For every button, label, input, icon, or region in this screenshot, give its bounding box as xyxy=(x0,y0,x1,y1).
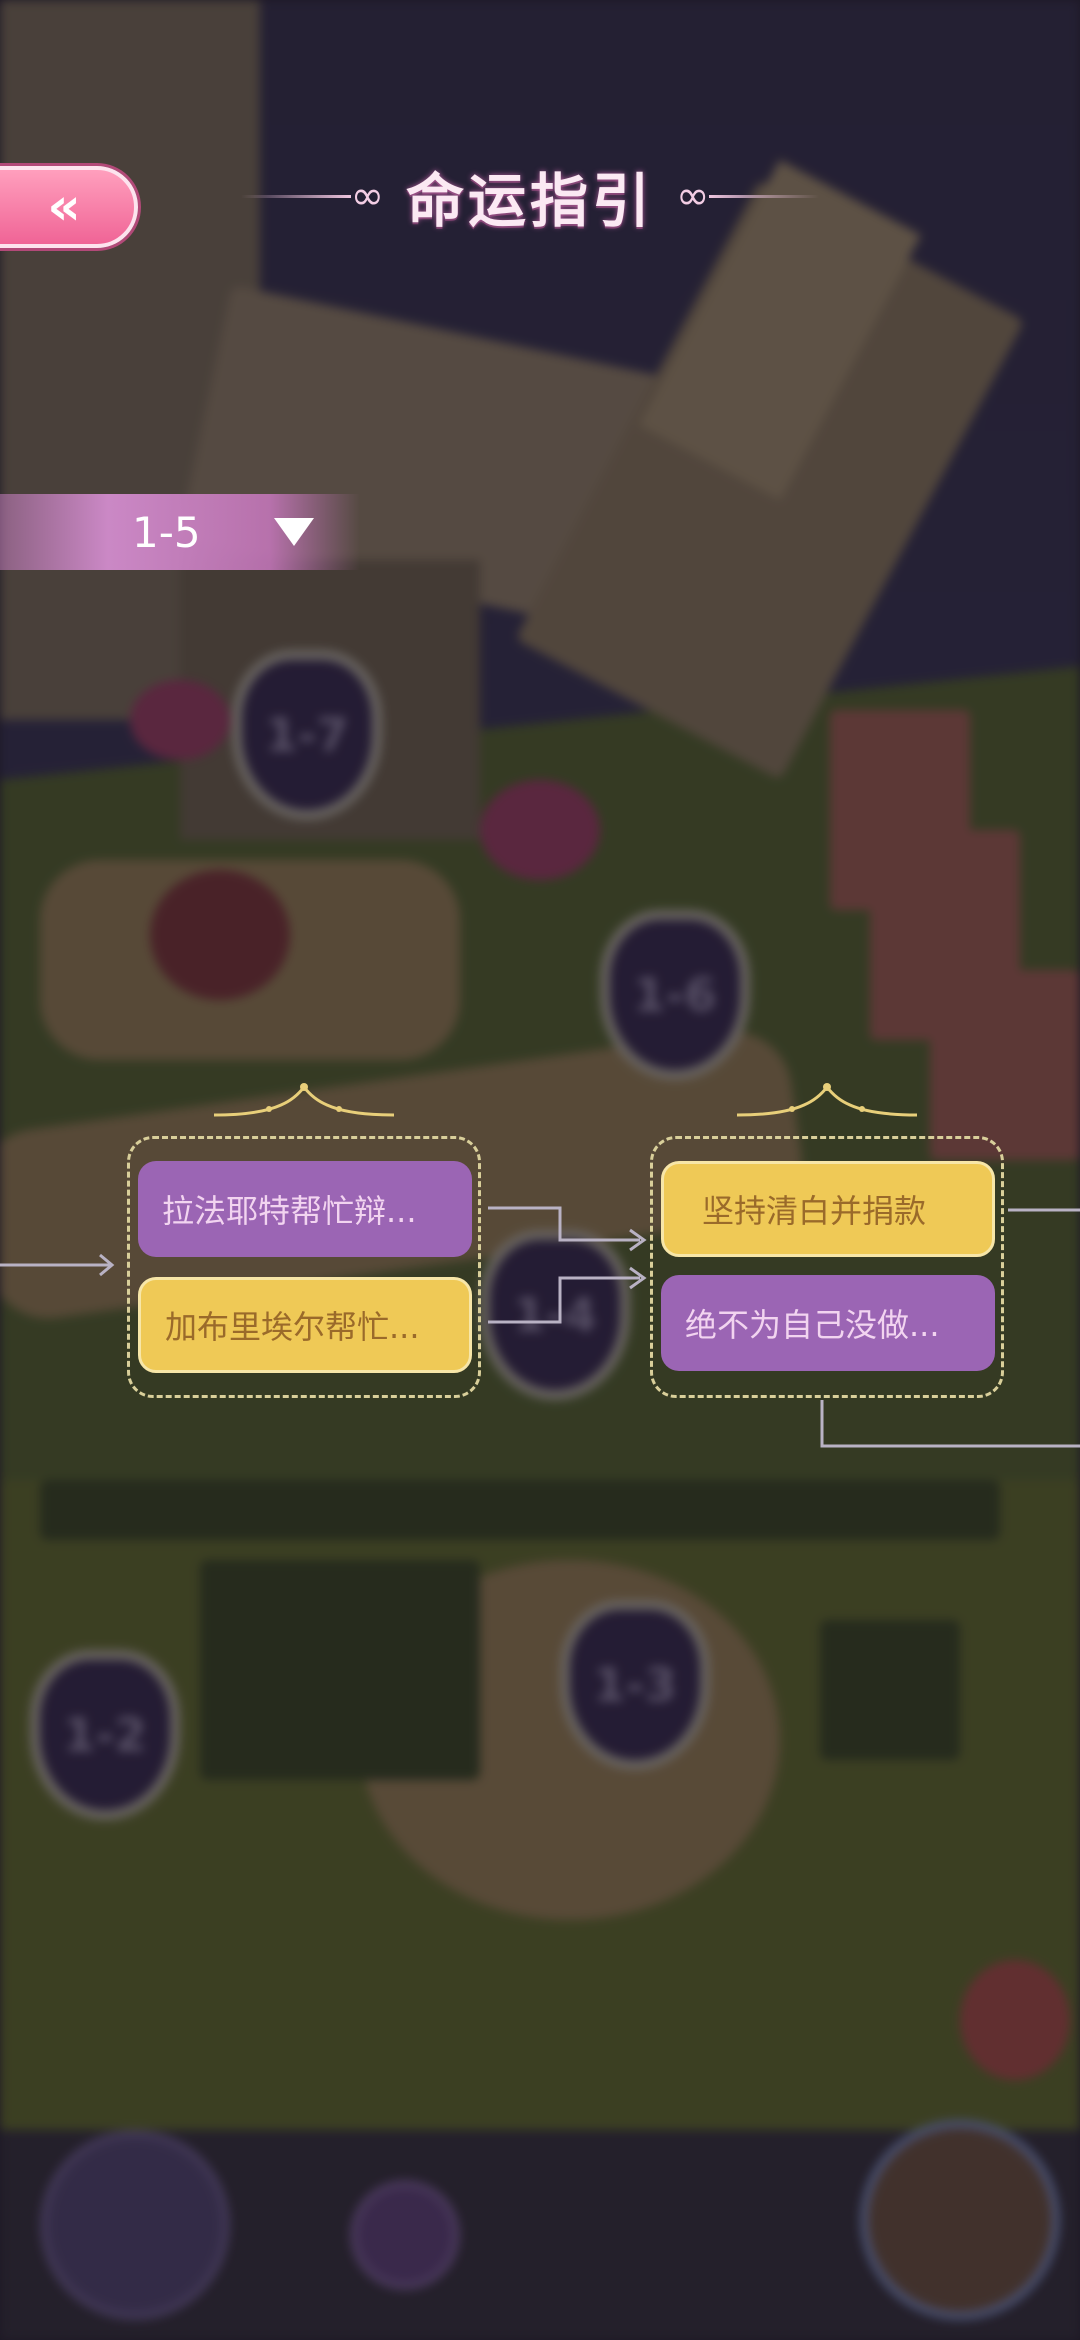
choice-label: 坚持清白并捐款 xyxy=(702,1192,927,1230)
double-chevron-left-icon: « xyxy=(47,177,81,237)
choice-label: 绝不为自己没做... xyxy=(685,1306,940,1344)
page-title: 命运指引 xyxy=(405,167,654,235)
choice-option-2-1[interactable]: 坚持清白并捐款 xyxy=(661,1161,995,1257)
map-node-1-2: 1-2 xyxy=(30,1650,180,1820)
ornament-line-right xyxy=(709,194,820,198)
choice-flow-connectors xyxy=(0,1206,1080,1448)
choice-option-1-1[interactable]: 拉法耶特帮忙辩... xyxy=(138,1161,472,1257)
map-node-1-3: 1-3 xyxy=(560,1600,710,1770)
map-node-1-7: 1-7 xyxy=(232,650,382,820)
choice-group-1: 拉法耶特帮忙辩... 加布里埃尔帮忙... xyxy=(127,1083,481,1398)
map-node-1-6: 1-6 xyxy=(600,910,750,1080)
level-dropdown[interactable]: 1-5 xyxy=(0,494,360,570)
pet-avatar xyxy=(860,2120,1060,2320)
ornament-line-left xyxy=(240,194,351,198)
choice-option-2-2[interactable]: 绝不为自己没做... xyxy=(661,1275,995,1371)
choice-label: 加布里埃尔帮忙... xyxy=(165,1308,420,1346)
title-bar: ∞ 命运指引 ∞ xyxy=(180,150,880,242)
bag-icon xyxy=(350,2180,460,2290)
crown-ornament-icon xyxy=(736,1083,918,1117)
book-icon xyxy=(40,2130,230,2320)
swirl-ornament-icon: ∞ xyxy=(350,173,384,219)
choice-group-2: 坚持清白并捐款 绝不为自己没做... xyxy=(650,1083,1004,1398)
choice-option-1-2[interactable]: 加布里埃尔帮忙... xyxy=(138,1277,472,1373)
dropdown-triangle-icon xyxy=(274,518,314,546)
crown-ornament-icon xyxy=(213,1083,395,1117)
choice-label: 拉法耶特帮忙辩... xyxy=(162,1192,417,1230)
level-dropdown-value: 1-5 xyxy=(132,507,201,557)
swirl-ornament-icon: ∞ xyxy=(676,173,710,219)
back-button[interactable]: « xyxy=(0,166,138,248)
